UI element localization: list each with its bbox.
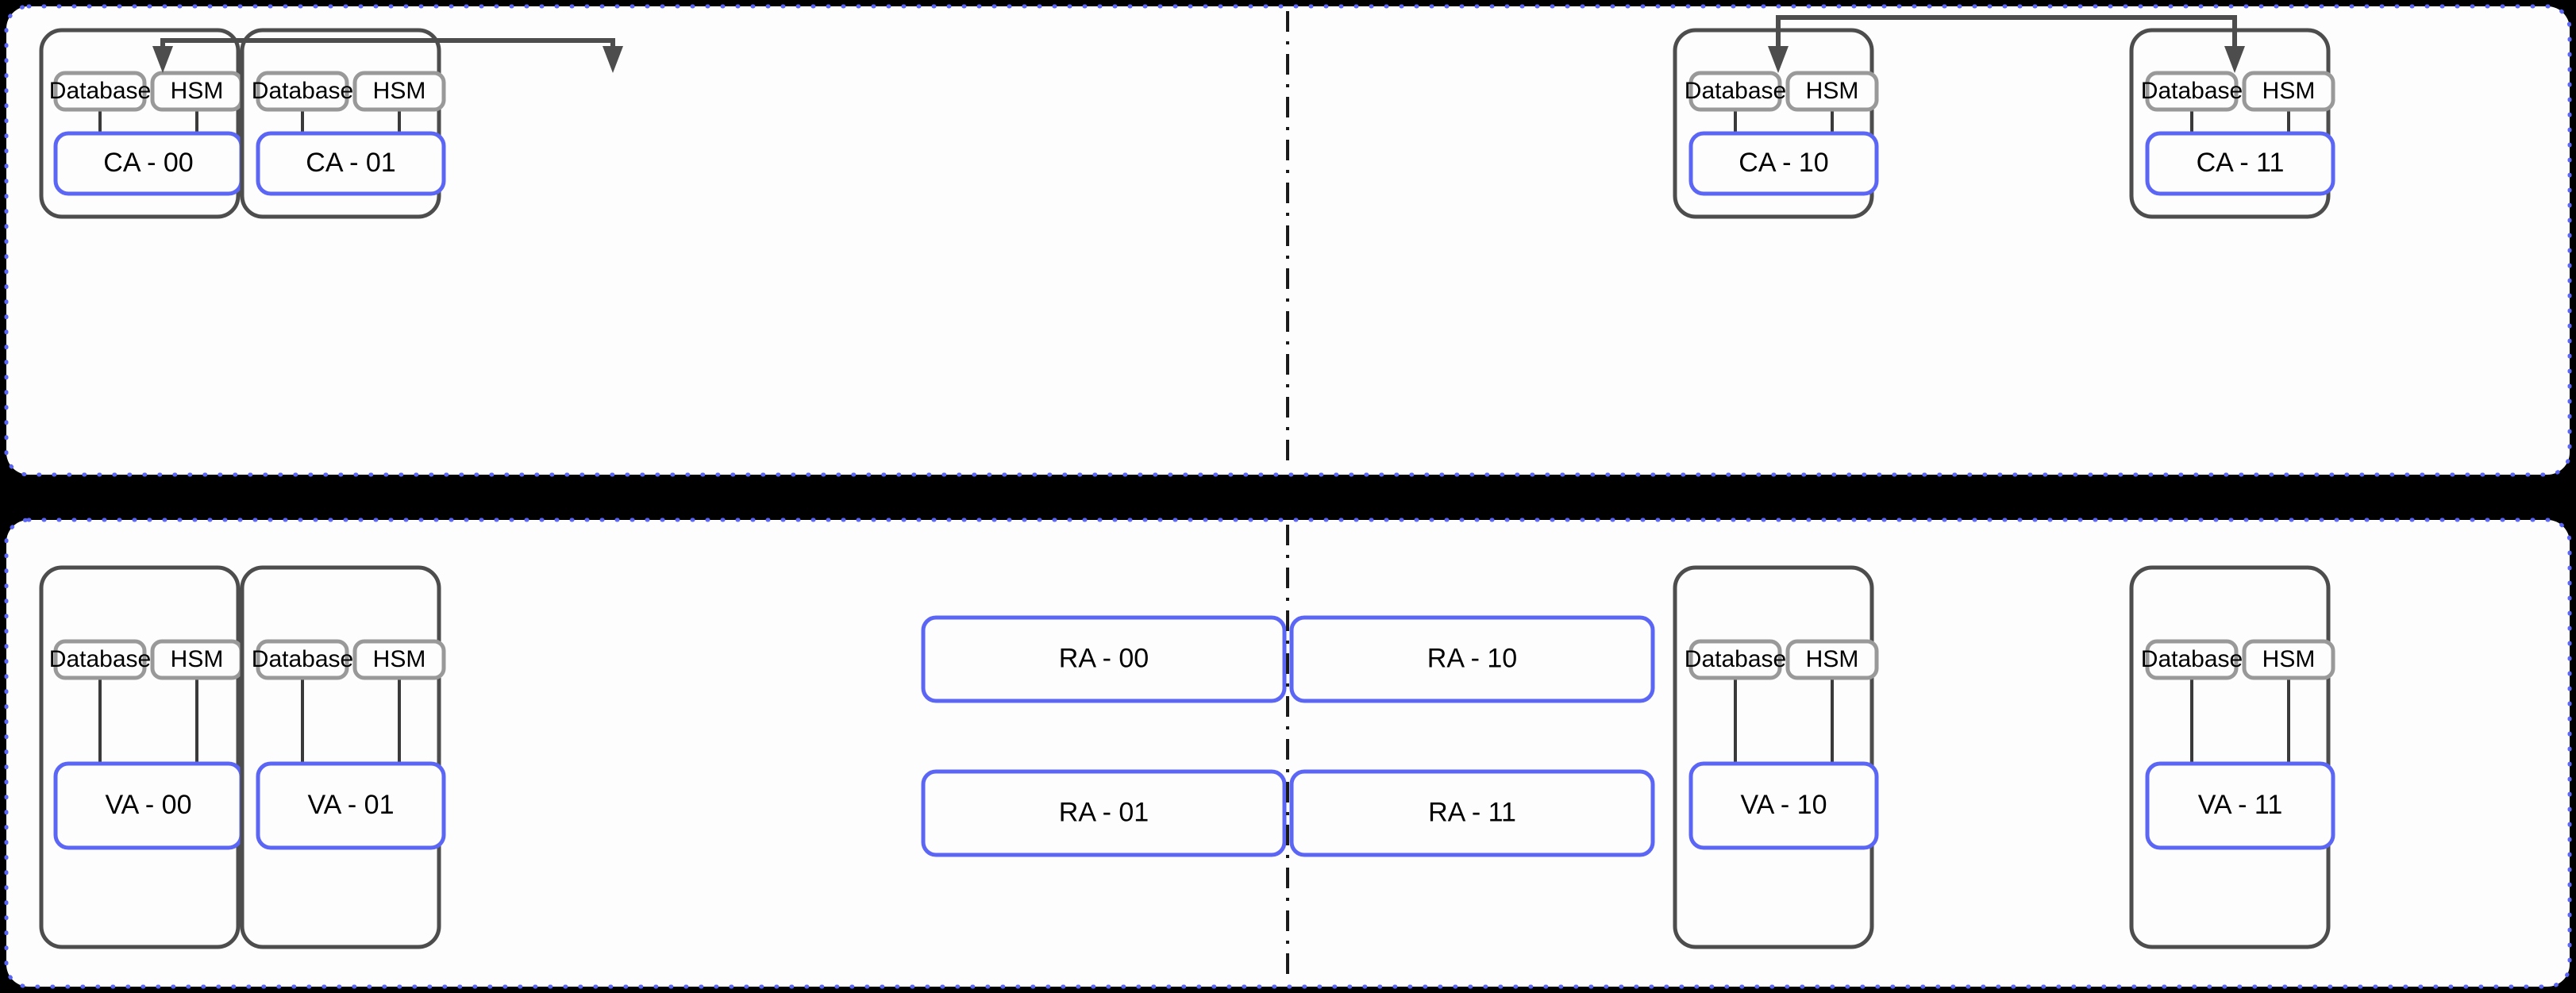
ca-replication-link-right-path	[1776, 15, 2237, 46]
zone-va-01-node-label: VA - 01	[308, 790, 395, 820]
zone-ca-01-hsm-box[interactable]	[352, 71, 446, 112]
zone-va-10-container[interactable]	[1673, 565, 1874, 949]
zone-ca-00-hsm-label: HSM	[171, 78, 224, 104]
ra-00-node[interactable]: RA - 00	[921, 615, 1287, 703]
ra-11-node-box[interactable]	[1289, 769, 1655, 857]
ca-replication-link-left-arrowhead-left-icon	[152, 46, 173, 73]
zone-ca-00[interactable]: Database HSM CA - 00	[39, 28, 244, 219]
zone-va-01-node-box[interactable]	[256, 761, 446, 850]
zone-va-11-database-box[interactable]	[2145, 639, 2239, 680]
ra-10-node-box[interactable]	[1289, 615, 1655, 703]
zone-ca-01-hsm-label: HSM	[373, 78, 426, 104]
zone-ca-11-database-label: Database	[2141, 78, 2243, 104]
zone-ca-01-database-box[interactable]	[256, 71, 349, 112]
zone-va-11-node-label: VA - 11	[2198, 790, 2282, 820]
zone-ca-11-container[interactable]	[2129, 28, 2331, 219]
zone-va-00-container[interactable]	[39, 565, 241, 949]
zone-ca-10-hsm-box[interactable]	[1785, 71, 1879, 112]
zone-ca-10-database-box[interactable]	[1688, 71, 1782, 112]
zone-ca-10[interactable]: Database HSM CA - 10	[1673, 28, 1879, 219]
zone-va-10-database-box[interactable]	[1688, 639, 1782, 680]
zone-ca-11[interactable]: Database HSM CA - 11	[2129, 28, 2335, 219]
zone-va-11-database-label: Database	[2141, 646, 2243, 672]
ca-replication-link-right-arrowhead-right-icon	[2224, 46, 2245, 73]
zone-va-10[interactable]: Database HSM VA - 10	[1673, 565, 1879, 949]
zone-ca-01-node-box[interactable]	[256, 131, 446, 196]
zone-va-01-hsm-box[interactable]	[352, 639, 446, 680]
zone-va-11-hsm-box[interactable]	[2242, 639, 2335, 680]
ra-10-node-label: RA - 10	[1427, 643, 1517, 673]
zone-ca-10-database-label: Database	[1685, 78, 1786, 104]
ra-01-node-label: RA - 01	[1059, 797, 1149, 827]
zone-ca-11-hsm-box[interactable]	[2242, 71, 2335, 112]
ra-00-node-box[interactable]	[921, 615, 1287, 703]
zone-va-01-container[interactable]	[240, 565, 441, 949]
zone-ca-10-container[interactable]	[1673, 28, 1874, 219]
zone-ca-10-hsm-label: HSM	[1806, 78, 1859, 104]
zone-ca-00-node-label: CA - 00	[103, 148, 193, 178]
zone-ca-10-node-box[interactable]	[1688, 131, 1879, 196]
zone-ca-11-node-box[interactable]	[2145, 131, 2335, 196]
zone-va-10-hsm-box[interactable]	[1785, 639, 1879, 680]
zone-va-00-hsm-label: HSM	[171, 646, 224, 672]
zone-ca-01-database-label: Database	[252, 78, 353, 104]
ra-10-node[interactable]: RA - 10	[1289, 615, 1655, 703]
zone-ca-00-database-label: Database	[49, 78, 151, 104]
zone-va-11-node-box[interactable]	[2145, 761, 2335, 850]
zone-va-01-database-box[interactable]	[256, 639, 349, 680]
zone-va-01-database-label: Database	[252, 646, 353, 672]
ca-replication-link-right	[1768, 15, 2245, 73]
zone-va-10-node-label: VA - 10	[1741, 790, 1827, 820]
zone-va-00-database-box[interactable]	[53, 639, 147, 680]
zone-ca-01[interactable]: Database HSM CA - 01	[240, 28, 446, 219]
zone-va-00-database-label: Database	[49, 646, 151, 672]
zone-va-11-container[interactable]	[2129, 565, 2331, 949]
zone-ca-00-container[interactable]	[39, 28, 241, 219]
zone-va-10-hsm-label: HSM	[1806, 646, 1859, 672]
zone-ca-10-node-label: CA - 10	[1739, 148, 1828, 178]
ca-replication-link-left	[152, 38, 623, 73]
zone-va-00[interactable]: Database HSM VA - 00	[39, 565, 244, 949]
zone-ca-01-node-label: CA - 01	[306, 148, 395, 178]
ra-11-node[interactable]: RA - 11	[1289, 769, 1655, 857]
ra-01-node-box[interactable]	[921, 769, 1287, 857]
zone-ca-11-node-label: CA - 11	[2197, 148, 2285, 178]
ra-00-node-label: RA - 00	[1059, 643, 1149, 673]
zone-va-10-node-box[interactable]	[1688, 761, 1879, 850]
zone-va-00-node-label: VA - 00	[106, 790, 192, 820]
zone-ca-11-hsm-label: HSM	[2262, 78, 2316, 104]
zone-va-10-database-label: Database	[1685, 646, 1786, 672]
ca-replication-link-left-arrowhead-right-icon	[603, 46, 623, 73]
zone-va-01-hsm-label: HSM	[373, 646, 426, 672]
zone-ca-11-database-box[interactable]	[2145, 71, 2239, 112]
ca-replication-link-left-path	[160, 38, 615, 46]
ra-11-node-label: RA - 11	[1428, 797, 1516, 827]
zone-va-01[interactable]: Database HSM VA - 01	[240, 565, 446, 949]
zone-va-11[interactable]: Database HSM VA - 11	[2129, 565, 2335, 949]
zone-va-11-hsm-label: HSM	[2262, 646, 2316, 672]
ra-01-node[interactable]: RA - 01	[921, 769, 1287, 857]
zone-ca-00-database-box[interactable]	[53, 71, 147, 112]
zone-ca-01-container[interactable]	[240, 28, 441, 219]
ca-replication-link-right-arrowhead-left-icon	[1768, 46, 1789, 73]
